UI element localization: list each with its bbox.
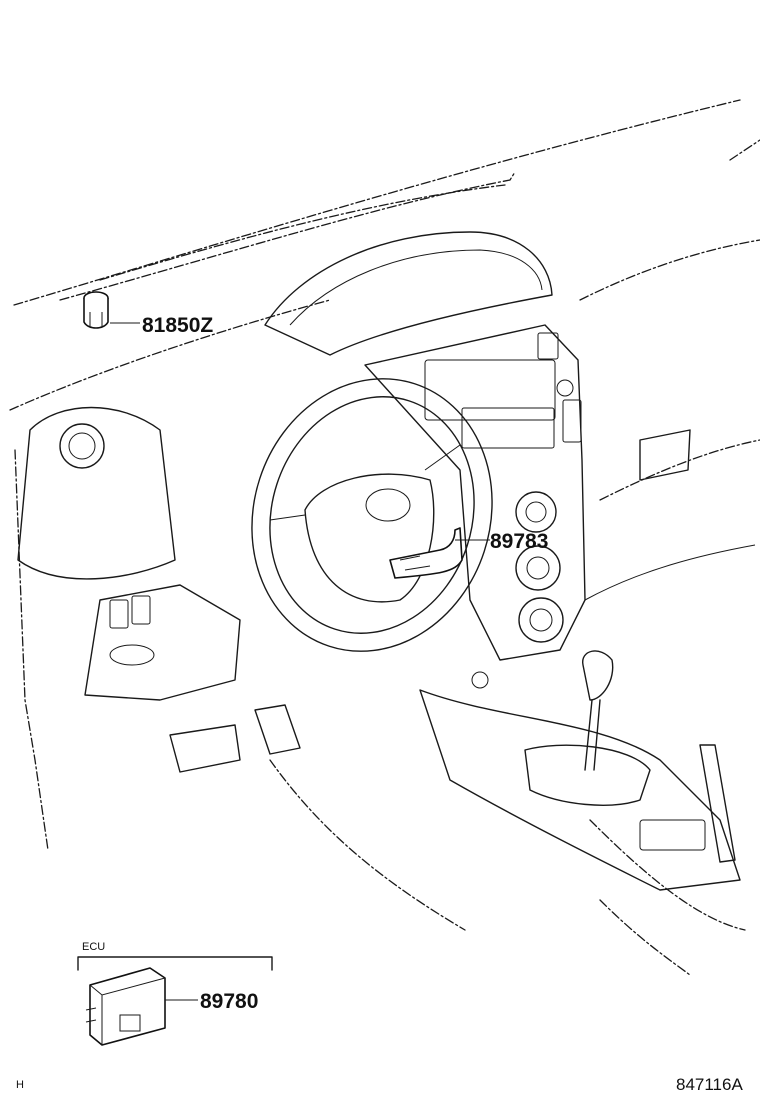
console-edge bbox=[589, 819, 746, 931]
climate-knob-2 bbox=[515, 545, 561, 591]
lower-left-panel bbox=[84, 584, 241, 701]
climate-knob-2-inner bbox=[526, 556, 550, 580]
center-stack bbox=[364, 324, 586, 661]
top-knob bbox=[556, 379, 574, 397]
dash-top-line bbox=[99, 184, 506, 281]
right-dash-edge bbox=[579, 239, 760, 301]
switch-b bbox=[131, 595, 151, 625]
dash-front-edge bbox=[9, 299, 331, 411]
callout-89783: 89783 bbox=[490, 530, 549, 553]
knee-vent bbox=[109, 644, 155, 666]
left-vent-inner bbox=[68, 432, 96, 460]
right-vent bbox=[562, 399, 582, 443]
left-dash-panel bbox=[17, 406, 176, 580]
group-label-ecu: ECU bbox=[82, 941, 106, 953]
shift-lever bbox=[584, 699, 601, 771]
horn-pad bbox=[365, 488, 411, 522]
hood-inner bbox=[289, 249, 543, 326]
ecu-group-bracket bbox=[77, 956, 273, 971]
lower-console bbox=[419, 689, 741, 891]
figure-code: 847116A bbox=[676, 1075, 743, 1094]
climate-knob-1 bbox=[515, 491, 557, 533]
callout-81850z: 81850Z bbox=[142, 314, 214, 337]
part-89780-ecu bbox=[85, 967, 166, 1046]
windshield-line bbox=[13, 99, 741, 306]
radio-unit bbox=[424, 359, 556, 421]
accelerator-pedal bbox=[254, 704, 301, 755]
climate-knob-3-inner bbox=[529, 608, 553, 632]
small-switch bbox=[471, 671, 489, 689]
callout-89780: 89780 bbox=[200, 990, 259, 1013]
brake-pedal bbox=[169, 724, 241, 773]
left-door-line bbox=[14, 449, 49, 851]
steering-wheel-inner bbox=[269, 396, 475, 634]
steering-wheel-rim bbox=[251, 378, 493, 652]
shift-knob bbox=[582, 650, 614, 701]
switch-a bbox=[109, 599, 129, 629]
right-vent-line bbox=[729, 139, 760, 161]
part-81850z-sensor bbox=[83, 291, 109, 329]
corner-mark: H bbox=[16, 1079, 24, 1091]
floor-line bbox=[269, 759, 466, 931]
steering-spoke-right bbox=[424, 444, 461, 471]
right-panel-line bbox=[599, 439, 760, 501]
display-panel bbox=[461, 407, 555, 449]
climate-knob-1-inner bbox=[525, 501, 547, 523]
right-floor-line bbox=[599, 899, 691, 976]
instrument-hood bbox=[264, 231, 553, 356]
left-vent bbox=[59, 423, 105, 469]
climate-knob-3 bbox=[518, 597, 564, 643]
hazard-switch bbox=[537, 332, 559, 360]
steering-hub bbox=[304, 473, 435, 603]
window-switch-panel bbox=[639, 819, 706, 851]
shift-boot bbox=[524, 744, 651, 806]
passenger-vent bbox=[639, 429, 691, 481]
upper-dash-line bbox=[59, 171, 516, 301]
steering-spoke-left bbox=[269, 514, 306, 521]
glovebox-line bbox=[584, 544, 756, 601]
part-89783-bracket bbox=[389, 527, 463, 579]
parking-brake bbox=[699, 744, 736, 863]
